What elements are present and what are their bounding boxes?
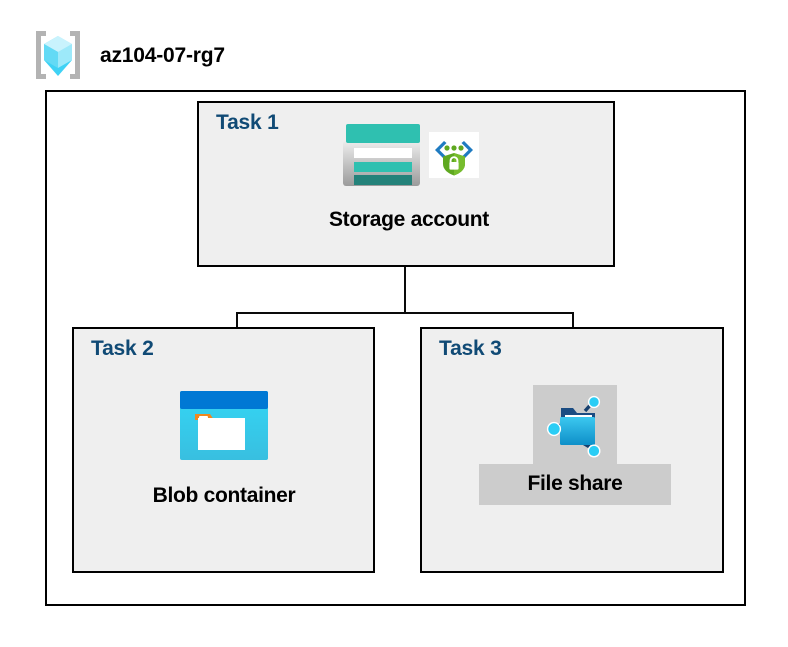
connector-branch-bus xyxy=(236,312,574,314)
node-file-share[interactable]: File share xyxy=(475,385,675,505)
blob-container-caption: Blob container xyxy=(152,484,296,507)
storage-account-caption: Storage account xyxy=(328,208,490,231)
file-share-icon-highlight xyxy=(533,385,617,465)
task-label-3: Task 3 xyxy=(439,337,502,360)
file-share-caption: File share xyxy=(479,464,671,505)
node-storage-account[interactable]: Storage account xyxy=(299,121,519,230)
task-box-3[interactable]: Task 3 xyxy=(420,327,724,573)
task-box-2[interactable]: Task 2 Blob container xyxy=(72,327,375,573)
task-label-2: Task 2 xyxy=(91,337,154,360)
node-blob-container[interactable]: Blob container xyxy=(124,389,324,506)
resource-group-header: az104-07-rg7 xyxy=(30,27,225,83)
blob-container-icon xyxy=(180,391,268,460)
storage-icon-group xyxy=(340,121,479,189)
task-box-1[interactable]: Task 1 xyxy=(197,101,615,267)
connector-storage-to-bus xyxy=(404,267,406,314)
secure-endpoint-icon xyxy=(428,132,479,178)
resource-group-icon xyxy=(36,31,80,79)
task-label-1: Task 1 xyxy=(216,111,279,134)
file-share-icon xyxy=(546,395,601,458)
resource-group-name: az104-07-rg7 xyxy=(100,43,225,67)
storage-account-icon xyxy=(342,124,420,186)
